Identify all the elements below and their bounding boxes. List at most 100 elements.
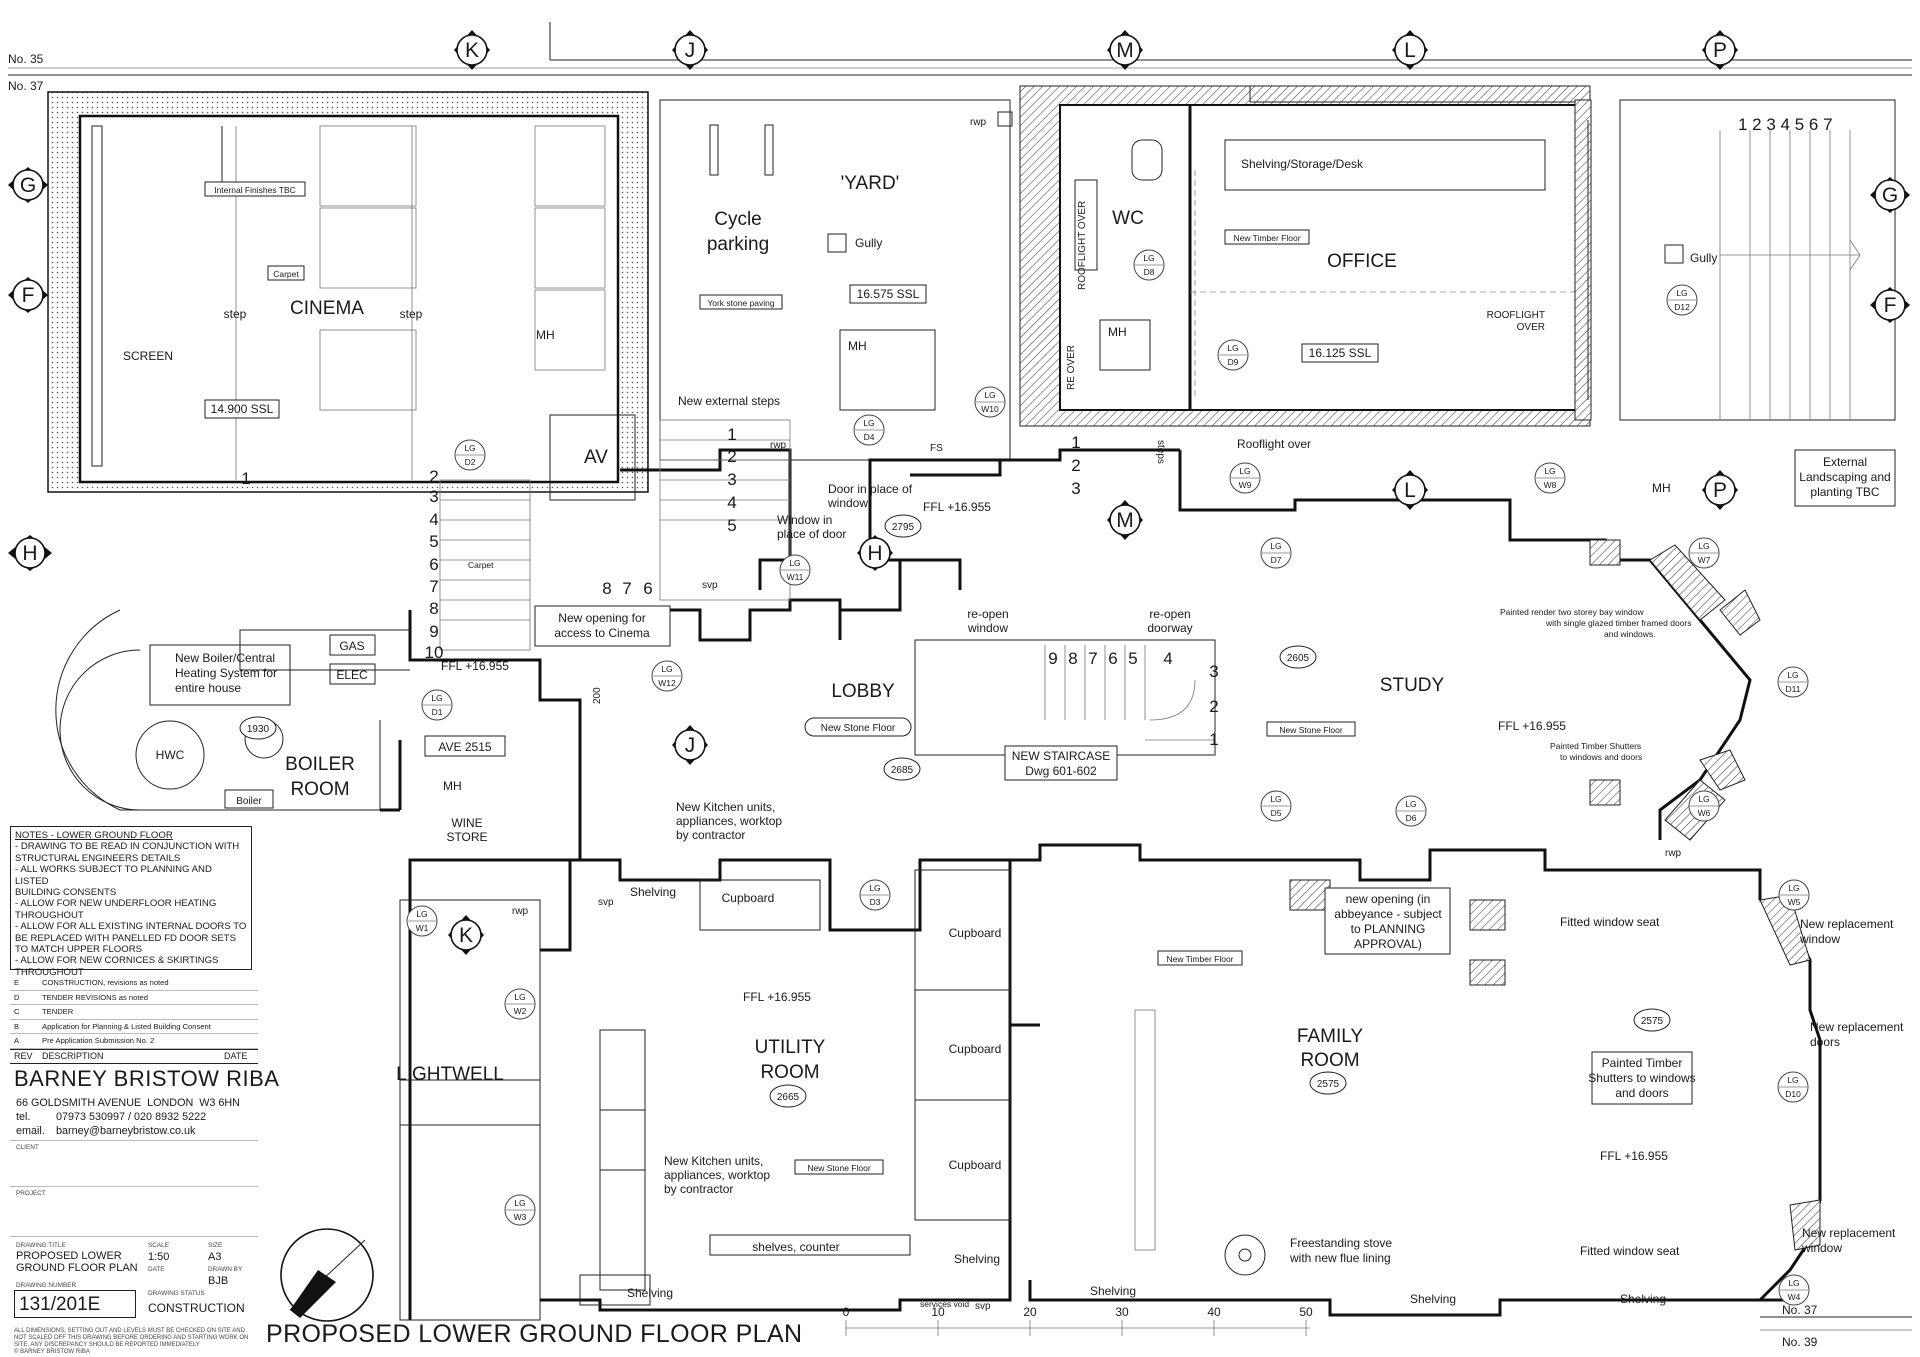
label-boiler: Boiler (236, 796, 262, 807)
svg-text:LG: LG (1143, 253, 1154, 263)
label-ssl-cinema: 14.900 SSL (211, 402, 274, 416)
svg-text:9: 9 (429, 622, 438, 641)
room-lobby: LOBBY (831, 681, 895, 702)
tel-label: tel. (16, 1111, 31, 1123)
svg-text:LG: LG (1787, 670, 1798, 680)
label-new-opening-2: access to Cinema (554, 626, 650, 640)
label-kitchen-lobby-3: by contractor (676, 828, 745, 842)
room-utility-2: ROOM (760, 1062, 819, 1083)
room-labels: CINEMA SCREEN 'YARD' Cycle parking WC OF… (123, 173, 1445, 1085)
height-2795: 2795 (892, 522, 915, 533)
email-label: email. (16, 1125, 45, 1137)
label-rooflight-over: Rooflight over (1237, 437, 1311, 451)
svg-text:LG: LG (514, 992, 525, 1002)
svg-text:W2: W2 (514, 1006, 527, 1016)
notes-line: THROUGHOUT (15, 966, 84, 978)
room-study: STUDY (1380, 675, 1445, 696)
label-kitchen-utility-2: appliances, worktop (664, 1168, 770, 1182)
label-gully-yard: Gully (855, 236, 882, 250)
label-carpet-steps: Carpet (468, 560, 494, 570)
drawing-number: 131/201E (14, 1290, 136, 1318)
label-new-replacement-window-bot-2: window (1801, 1241, 1842, 1255)
scale-label: SCALE (148, 1242, 169, 1249)
svg-text:P: P (1713, 39, 1727, 62)
label-shelves-counter: shelves, counter (752, 1240, 839, 1254)
annotation-labels: Internal Finishes TBC Carpet step step 1… (156, 117, 1904, 1312)
label-shelving-family-2: Shelving (1410, 1292, 1456, 1306)
svg-text:6: 6 (643, 579, 652, 598)
height-2575-family: 2575 (1317, 1079, 1340, 1090)
notes-line: - ALLOW FOR ALL EXISTING INTERNAL DOORS … (15, 921, 247, 933)
label-gas: GAS (339, 639, 364, 653)
label-elec: ELEC (336, 668, 368, 682)
svg-text:LG: LG (789, 558, 800, 568)
grid-marker-h-mid: H (857, 535, 893, 571)
label-cupboard-2: Cupboard (949, 1042, 1002, 1056)
svg-text:LG: LG (1676, 288, 1687, 298)
svg-text:W12: W12 (658, 678, 676, 688)
scale-tick-40: 40 (1207, 1305, 1221, 1319)
label-fitted-seat-bottom: Fitted window seat (1580, 1244, 1680, 1258)
label-rooflight-over-wc: ROOFLIGHT OVER (1077, 201, 1088, 290)
label-screen: SCREEN (123, 349, 173, 363)
room-wine-2: STORE (446, 830, 487, 844)
grid-marker-f-right: F (1870, 287, 1910, 323)
height-2575-bay: 2575 (1641, 1016, 1664, 1027)
size-label: SIZE (208, 1242, 223, 1249)
svg-text:D12: D12 (1674, 302, 1690, 312)
svg-text:D4: D4 (864, 432, 875, 442)
label-shelving-cupboards: Shelving (954, 1252, 1000, 1266)
svg-text:8: 8 (1068, 649, 1077, 668)
neighbour-no35: No. 35 (8, 52, 44, 66)
label-new-replacement-doors-2: doors (1810, 1035, 1840, 1049)
room-yard: 'YARD' (841, 173, 900, 194)
svg-text:W5: W5 (1788, 897, 1801, 907)
svg-text:LG: LG (1239, 466, 1250, 476)
grid-markers: K J M L P G F H G F M L P H J K (8, 30, 1910, 955)
label-shutters-3: and doors (1615, 1086, 1668, 1100)
grid-marker-j-mid: J (672, 725, 708, 765)
svg-text:1 2 3 4 5 6 7: 1 2 3 4 5 6 7 (1738, 115, 1833, 134)
height-2605: 2605 (1287, 653, 1310, 664)
label-services-void: services void (920, 1299, 969, 1309)
svg-text:M: M (1116, 39, 1134, 62)
label-ffl-utility: FFL +16.955 (743, 990, 811, 1004)
svg-text:D1: D1 (432, 707, 443, 717)
room-lightwell: LIGHTWELL (396, 1064, 504, 1085)
svg-text:7: 7 (1088, 649, 1097, 668)
scale-tick-0: 0 (843, 1305, 850, 1319)
svg-text:LG: LG (661, 664, 672, 674)
room-av: AV (584, 447, 608, 468)
svg-text:LG: LG (464, 443, 475, 453)
neighbour-no37-top: No. 37 (8, 79, 44, 93)
svg-text:W3: W3 (514, 1212, 527, 1222)
label-new-external-steps: New external steps (678, 394, 780, 408)
drawn-label: DRAWN BY (208, 1266, 243, 1273)
svg-text:W6: W6 (1698, 808, 1711, 818)
label-rwp-yard: rwp (970, 117, 987, 128)
label-boiler-central-1: New Boiler/Central (175, 651, 275, 665)
label-new-replacement-window-bot-1: New replacement (1802, 1226, 1896, 1240)
label-re-open-doorway-2: doorway (1147, 621, 1192, 635)
svg-text:D5: D5 (1271, 808, 1282, 818)
room-wc: WC (1112, 208, 1144, 229)
label-cycle-2: parking (707, 234, 769, 255)
disclaimer: ALL DIMENSIONS, SETTING OUT AND LEVELS M… (14, 1328, 250, 1356)
label-window-in-place-1: Window in (777, 513, 832, 527)
notes-line: - ALLOW FOR NEW CORNICES & SKIRTINGS (15, 955, 219, 967)
label-door-in-place-2: window (827, 496, 868, 510)
tel-value: 07973 530997 / 020 8932 5222 (56, 1111, 207, 1123)
svg-text:P: P (1713, 479, 1727, 502)
svg-text:D9: D9 (1228, 357, 1239, 367)
svg-text:LG: LG (1227, 343, 1238, 353)
room-cinema: CINEMA (290, 298, 364, 319)
